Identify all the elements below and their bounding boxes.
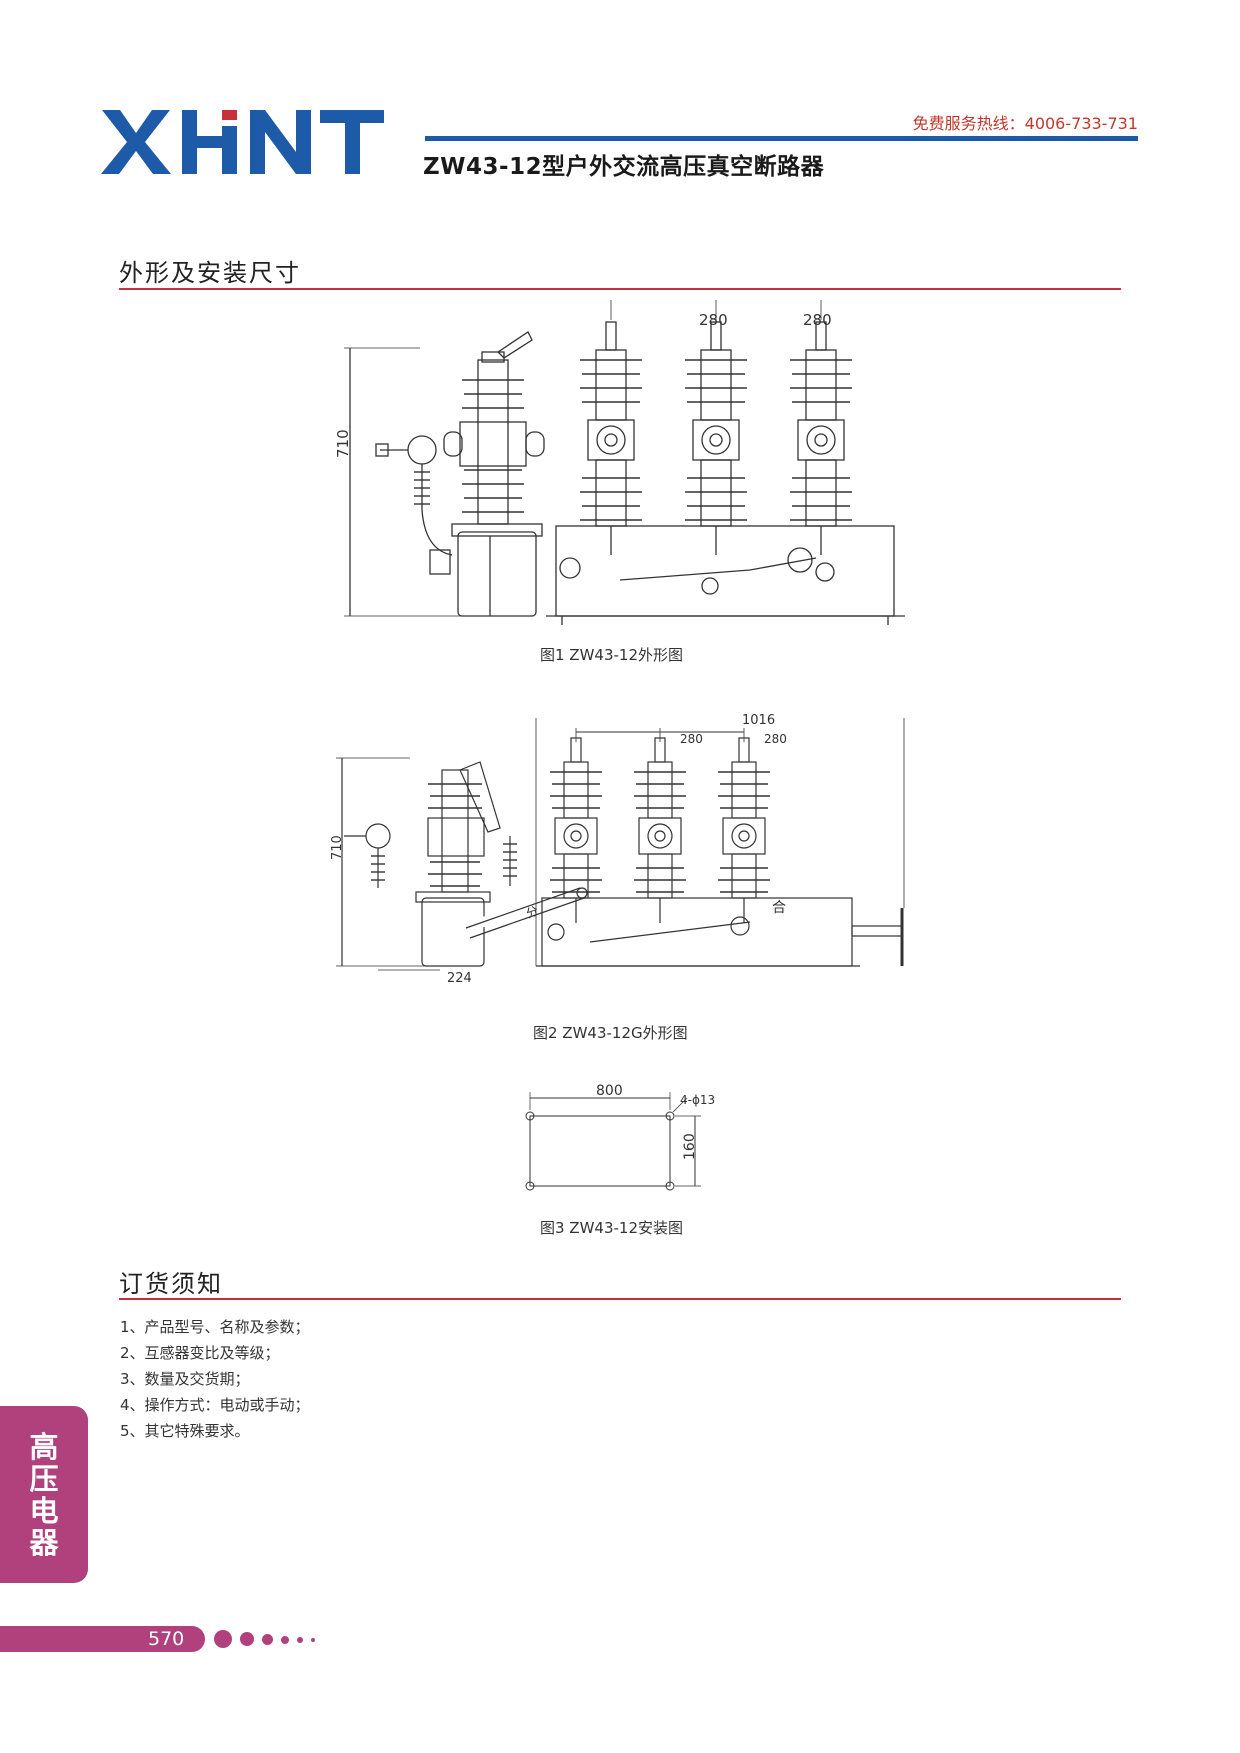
side-tab-char: 电 — [29, 1493, 59, 1528]
product-title: ZW43-12型户外交流高压真空断路器 — [423, 154, 825, 180]
dot — [262, 1634, 273, 1645]
section-title-dimensions: 外形及安装尺寸 — [119, 259, 301, 287]
figure-1-drawing: 710 — [344, 300, 905, 625]
figure-1-caption: 图1 ZW43-12外形图 — [540, 646, 684, 664]
fig2-open-label: 分 — [524, 904, 540, 921]
fig3-height: 160 — [682, 1133, 698, 1160]
fig1-height: 710 — [334, 429, 352, 458]
service-hotline: 免费服务热线：4006-733-731 — [912, 114, 1138, 133]
figure-3-drawing — [525, 1092, 701, 1191]
figure-3-caption: 图3 ZW43-12安装图 — [540, 1219, 684, 1237]
dot — [311, 1638, 315, 1642]
dot — [214, 1630, 232, 1648]
fig1-spacing-b: 280 — [803, 311, 832, 329]
fig2-height: 710 — [330, 835, 345, 860]
dot — [240, 1632, 254, 1646]
category-side-tab: 高 压 电 器 — [0, 1406, 88, 1583]
page-number-bar — [0, 1626, 205, 1652]
list-item: 1、产品型号、名称及参数； — [120, 1318, 310, 1336]
section-title-ordering: 订货须知 — [119, 1270, 223, 1298]
fig2-width: 1016 — [742, 713, 776, 728]
side-tab-char: 高 — [29, 1429, 59, 1464]
fig2-close-label: 合 — [772, 900, 786, 916]
dot — [297, 1637, 303, 1643]
figure-2-caption: 图2 ZW43-12G外形图 — [533, 1024, 688, 1042]
section-rule — [119, 1298, 1121, 1300]
fig2-spacing-b: 280 — [764, 732, 787, 746]
header-rule — [425, 136, 1138, 141]
fig2-spacing-a: 280 — [680, 732, 703, 746]
fig1-spacing-a: 280 — [699, 311, 728, 329]
dot — [281, 1636, 289, 1644]
ordering-list: 1、产品型号、名称及参数； 2、互感器变比及等级； 3、数量及交货期； 4、操作… — [120, 1314, 310, 1444]
fig3-width: 800 — [596, 1083, 623, 1099]
xhnt-logo — [101, 110, 384, 174]
fig3-holes: 4-ϕ13 — [680, 1093, 716, 1107]
section-rule — [119, 288, 1121, 290]
list-item: 4、操作方式：电动或手动； — [120, 1396, 310, 1414]
side-tab-char: 器 — [29, 1525, 59, 1560]
page-number: 570 — [148, 1628, 185, 1650]
list-item: 2、互感器变比及等级； — [120, 1344, 280, 1362]
list-item: 5、其它特殊要求。 — [120, 1422, 250, 1440]
fig2-base: 224 — [447, 971, 472, 986]
figure-2-drawing: 合 分 — [336, 718, 905, 971]
list-item: 3、数量及交货期； — [120, 1370, 250, 1388]
side-tab-char: 压 — [29, 1461, 59, 1496]
